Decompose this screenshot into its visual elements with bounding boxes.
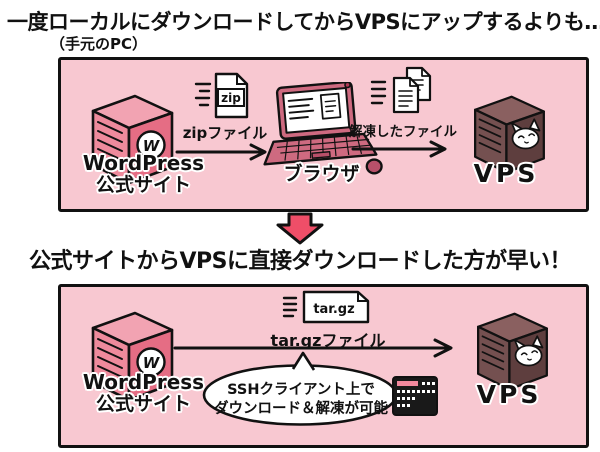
vps-server-label: VPS (476, 380, 542, 409)
title-top: 一度ローカルにダウンロードしてからVPSにアップするよりも… (7, 10, 600, 34)
cat-face-icon (513, 335, 544, 367)
zip-arrow-label: zipファイル (182, 124, 268, 142)
svg-text:zip: zip (221, 91, 241, 105)
speech-bubble-icon (202, 351, 398, 426)
extracted-files-icon (370, 66, 432, 114)
svg-text:tar.gz: tar.gz (313, 302, 354, 317)
title-bottom: 公式サイトからVPSに直接ダウンロードした方が早い！ (29, 249, 572, 274)
wordpress-badge-letter: W (143, 354, 161, 372)
extracted-arrow-label: 解凍したファイル (349, 124, 457, 140)
extracted-files-flow: 解凍したファイル (349, 66, 457, 158)
terminal-icon (392, 376, 438, 416)
local-pc-note: （手元のPC） (50, 35, 148, 53)
arrow-right-icon (173, 338, 453, 358)
wordpress-badge-letter: W (143, 137, 161, 155)
vps-server-icon (474, 95, 545, 174)
targz-file-icon: tar.gz (282, 290, 370, 324)
zip-file-icon: zip (194, 72, 249, 119)
server-vents (97, 121, 123, 161)
speed-lines-icon (282, 296, 298, 318)
cat-face-icon (510, 118, 541, 150)
ssh-note-bubble: SSHクライアント上で ダウンロード＆解凍が可能 (201, 351, 401, 427)
down-arrow-icon (276, 212, 324, 245)
wordpress-server-icon: W (91, 94, 174, 185)
wordpress-server-icon: W (91, 311, 174, 402)
targz-arrow-label: tar.gzファイル (270, 331, 386, 350)
panel-local-download-flow: W WordPress 公式サイト zip zipファイル (58, 57, 589, 212)
wordpress-badge (136, 347, 166, 377)
server-vents (478, 118, 502, 154)
browser-laptop-icon (263, 82, 383, 175)
arrow-right-icon (175, 143, 267, 161)
mouse-icon (365, 158, 383, 175)
server-vents (481, 335, 505, 371)
arrow-right-icon (351, 140, 447, 158)
zip-download-flow: zip zipファイル (173, 70, 277, 161)
speed-lines-icon (370, 80, 387, 105)
server-vents (97, 338, 123, 378)
touchpad (311, 151, 331, 159)
wordpress-server-label: WordPress 公式サイト (82, 370, 205, 415)
camera-dot (344, 82, 351, 89)
ssh-note-line1: SSHクライアント上で (227, 382, 375, 398)
vps-server-label: VPS (473, 159, 539, 188)
panel-direct-download-flow: W WordPress 公式サイト tar.gz tar.gzファイル SSHク… (58, 284, 589, 448)
wordpress-badge (136, 130, 166, 160)
vps-server-icon (477, 312, 548, 391)
targz-download-flow: tar.gz tar.gzファイル (253, 289, 403, 351)
wordpress-server-label: WordPress 公式サイト (82, 151, 205, 196)
browser-label: ブラウザ (283, 163, 360, 185)
speed-lines-icon (194, 82, 212, 107)
ssh-note-line2: ダウンロード＆解凍が可能 (214, 401, 388, 417)
